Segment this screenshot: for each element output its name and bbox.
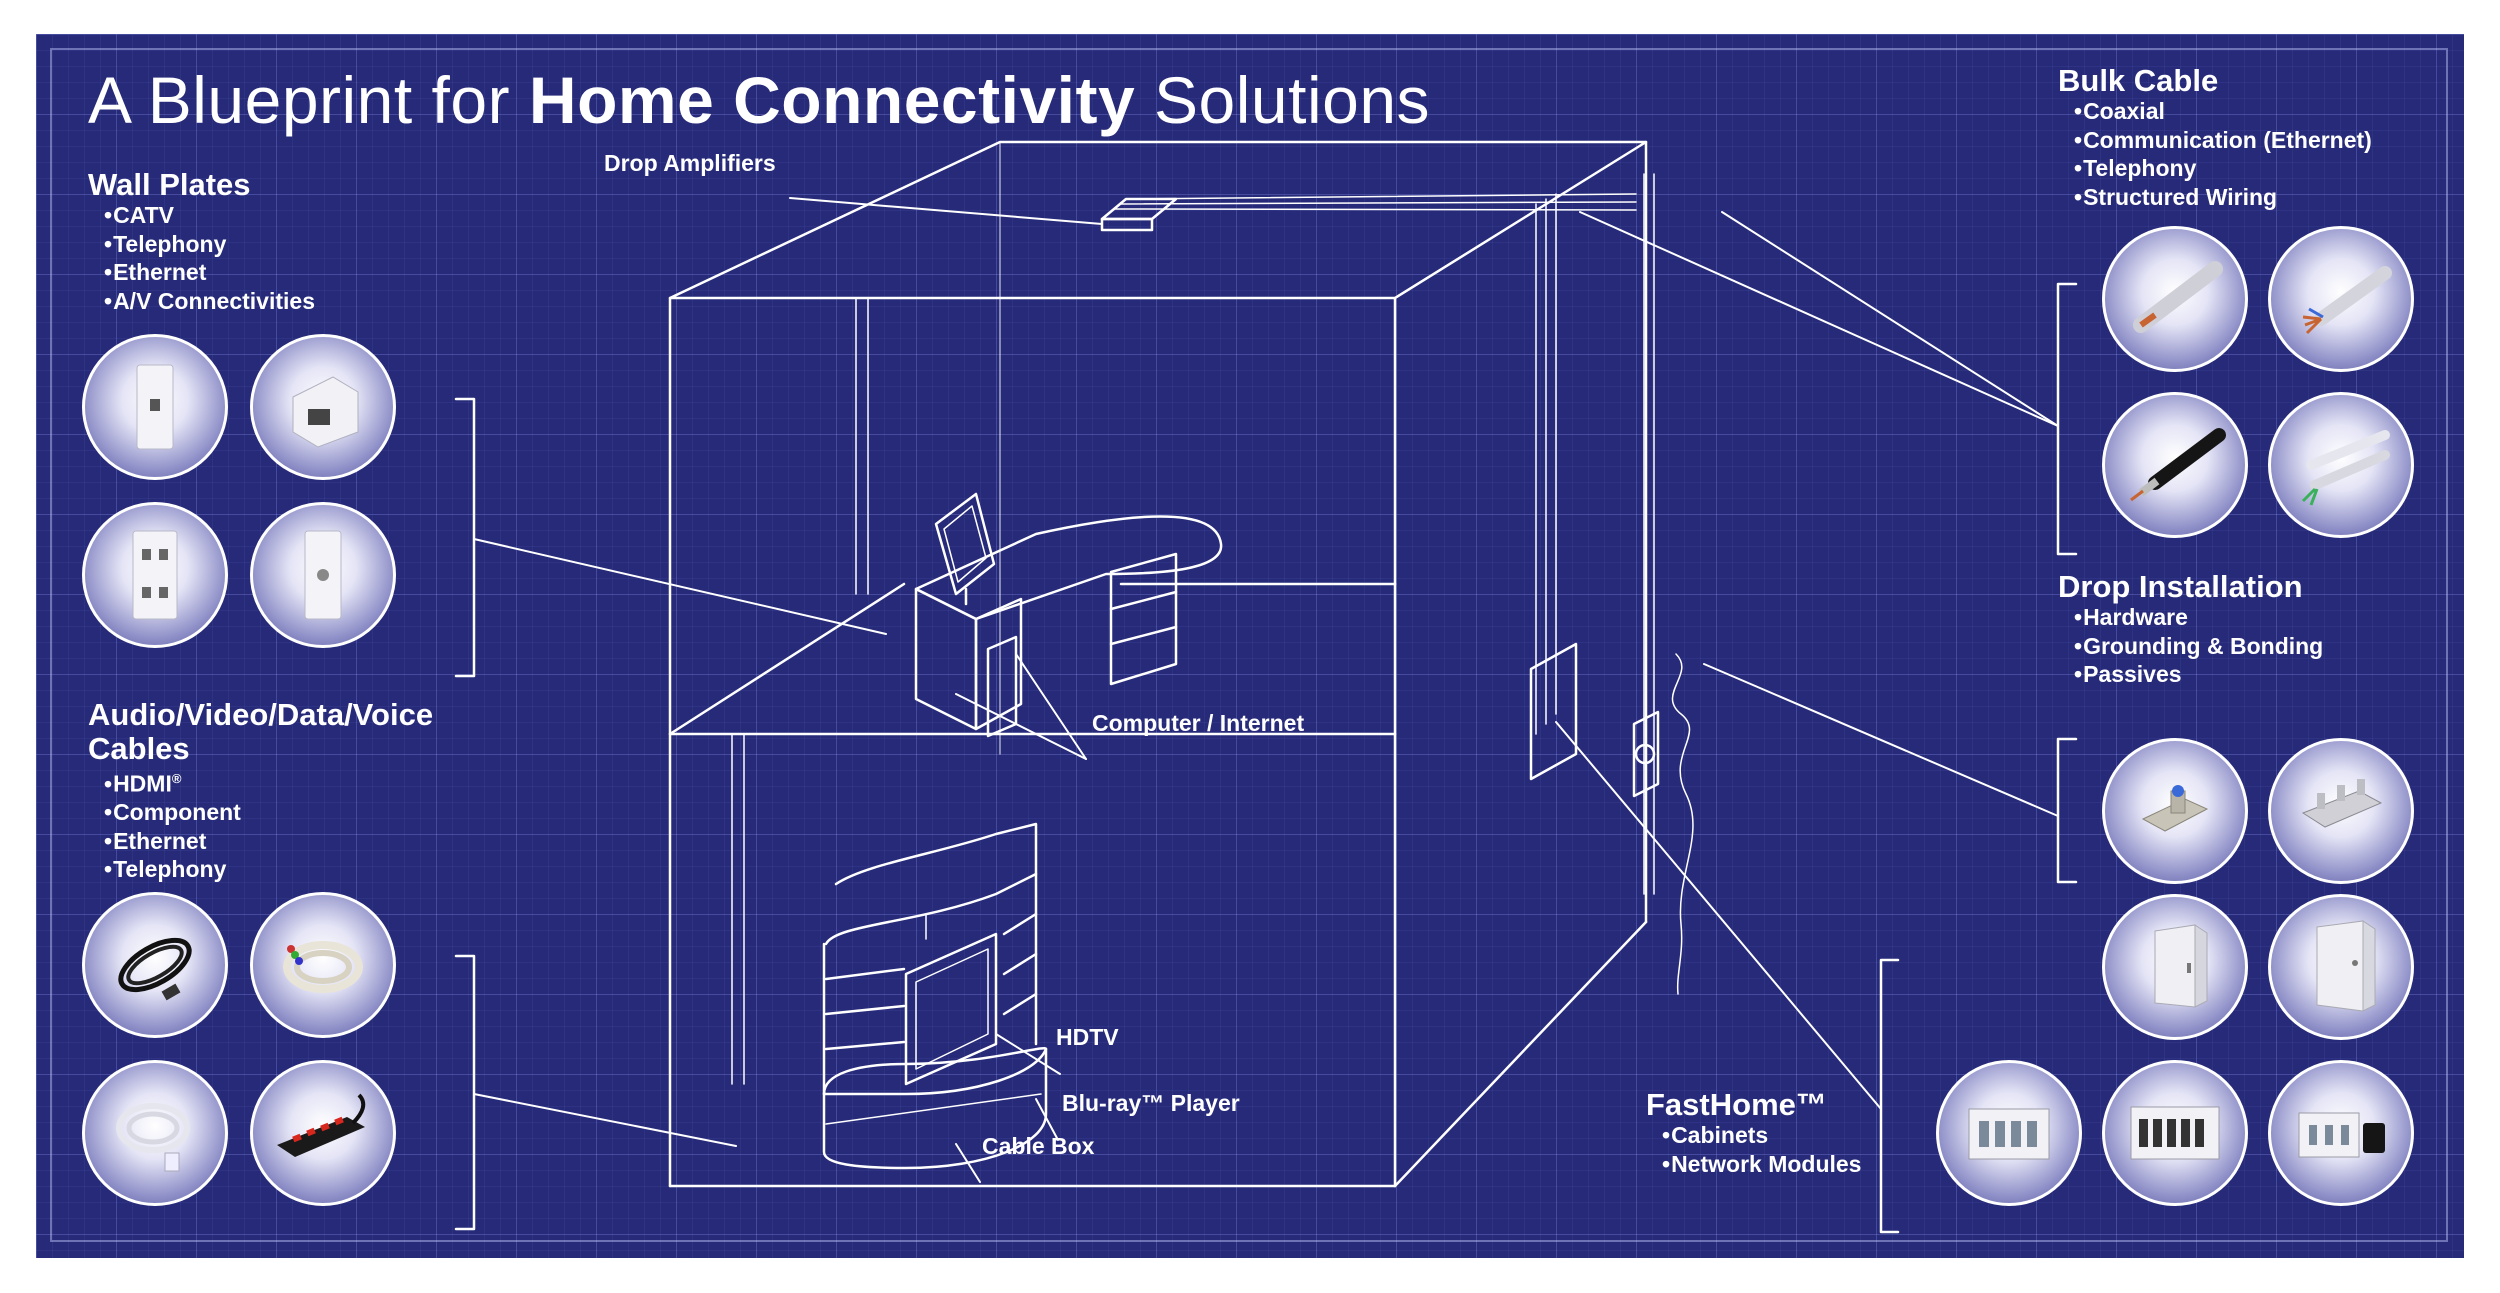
blueprint-board: A Blueprint for Home Connectivity Soluti… xyxy=(36,34,2464,1258)
ethernet-cable-icon xyxy=(82,1060,228,1206)
list-item: Hardware xyxy=(2074,603,2323,632)
wall-plates-list: CATV Telephony Ethernet A/V Connectiviti… xyxy=(104,201,315,315)
network-module-a-icon xyxy=(1936,1060,2082,1206)
av-cables-heading: Audio/Video/Data/Voice Cables xyxy=(88,698,433,766)
av-cables-heading-line1: Audio/Video/Data/Voice xyxy=(88,697,434,732)
hdmi-cable-icon xyxy=(82,892,228,1038)
wall-plates-heading: Wall Plates xyxy=(88,167,251,202)
coaxial-cable-icon xyxy=(2102,226,2248,372)
hdmi-label: HDMI xyxy=(113,770,172,797)
network-module-b-icon xyxy=(2102,1060,2248,1206)
leader-lines xyxy=(473,197,2059,1183)
fasthome-list: Cabinets Network Modules xyxy=(1662,1121,1861,1178)
drop-installation-list: Hardware Grounding & Bonding Passives xyxy=(2074,603,2323,689)
structured-wiring-cable-icon xyxy=(2268,392,2414,538)
bulk-cable-heading: Bulk Cable xyxy=(2058,63,2219,98)
network-module-c-icon xyxy=(2268,1060,2414,1206)
callout-cable-box: Cable Box xyxy=(982,1133,1095,1159)
bulk-cable-list: Coaxial Communication (Ethernet) Telepho… xyxy=(2074,97,2372,211)
page-title: A Blueprint for Home Connectivity Soluti… xyxy=(88,62,1430,138)
av-cables-heading-line2: Cables xyxy=(88,731,190,766)
ground-block-icon xyxy=(2102,738,2248,884)
list-item: Telephony xyxy=(2074,154,2372,183)
coax-wall-plate-icon xyxy=(250,502,396,648)
section-brackets xyxy=(454,282,2078,1234)
list-item: CATV xyxy=(104,201,315,230)
keystone-jack-icon xyxy=(250,334,396,480)
callout-bluray: Blu-ray™ Player xyxy=(1062,1090,1240,1116)
list-item: Telephony xyxy=(104,230,315,259)
fasthome-heading: FastHome™ xyxy=(1646,1087,1827,1122)
callout-hdtv: HDTV xyxy=(1056,1024,1119,1050)
house-diagram xyxy=(454,140,2078,1234)
cabinet-small-icon xyxy=(2102,894,2248,1040)
title-bold: Home Connectivity xyxy=(528,63,1136,137)
board-frame xyxy=(50,48,2448,1242)
list-item: Passives xyxy=(2074,660,2323,689)
splitter-icon xyxy=(2268,738,2414,884)
desk-computer xyxy=(914,492,1223,738)
list-item: Structured Wiring xyxy=(2074,183,2372,212)
list-item: Communication (Ethernet) xyxy=(2074,126,2372,155)
list-item: HDMI® xyxy=(104,765,241,798)
ethernet-bulk-cable-icon xyxy=(2268,226,2414,372)
callout-computer-internet: Computer / Internet xyxy=(1092,710,1305,736)
single-jack-wall-plate-icon xyxy=(82,334,228,480)
list-item: Coaxial xyxy=(2074,97,2372,126)
entertainment-center xyxy=(822,822,1048,1170)
component-cable-icon xyxy=(250,892,396,1038)
list-item: A/V Connectivities xyxy=(104,287,315,316)
house-outline xyxy=(668,140,1694,1188)
drop-installation-heading: Drop Installation xyxy=(2058,569,2303,604)
black-coax-cable-icon xyxy=(2102,392,2248,538)
title-prefix: A Blueprint for xyxy=(88,63,529,137)
cabinet-large-icon xyxy=(2268,894,2414,1040)
power-strip-icon xyxy=(250,1060,396,1206)
hdmi-mark: ® xyxy=(171,771,182,786)
list-item: Ethernet xyxy=(104,258,315,287)
quad-jack-wall-plate-icon xyxy=(82,502,228,648)
list-item: Cabinets xyxy=(1662,1121,1861,1150)
list-item: Network Modules xyxy=(1662,1150,1861,1179)
list-item: Component xyxy=(104,798,241,827)
list-item: Grounding & Bonding xyxy=(2074,632,2323,661)
callout-drop-amplifiers: Drop Amplifiers xyxy=(604,150,776,176)
title-suffix: Solutions xyxy=(1135,63,1431,137)
list-item: Ethernet xyxy=(104,827,241,856)
av-cables-list: HDMI® Component Ethernet Telephony xyxy=(104,765,241,884)
list-item: Telephony xyxy=(104,855,241,884)
